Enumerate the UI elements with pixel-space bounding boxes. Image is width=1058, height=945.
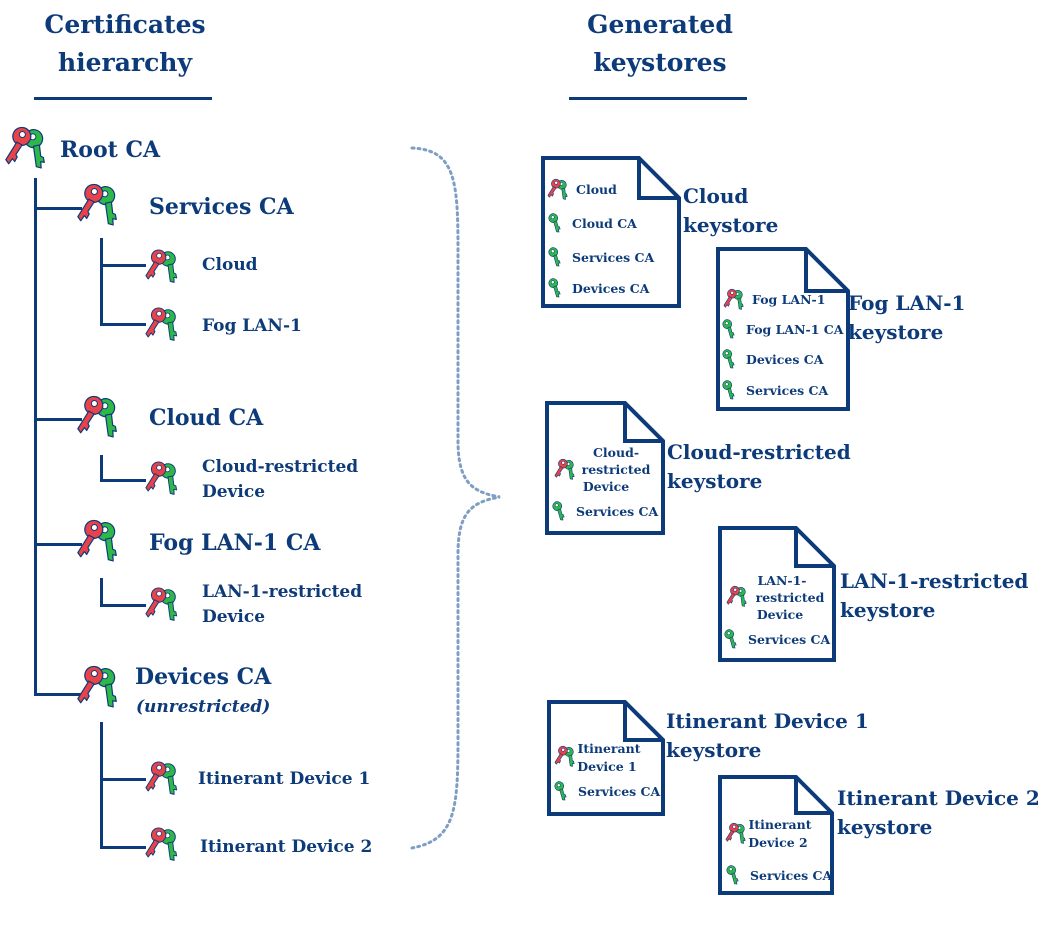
keystore-cloud-doc	[541, 156, 681, 308]
green-key-icon	[550, 212, 572, 238]
ks-label-cloudrestricted-line2: keystore	[667, 469, 763, 493]
keystore-lan1-restricted-doc	[718, 526, 836, 662]
node-fog-lan1: Fog LAN-1	[202, 316, 302, 336]
ks-fog-entry: Services CA	[746, 383, 829, 398]
tree-branch-cloudca	[34, 418, 82, 421]
keypair-icon	[146, 826, 192, 872]
ks-label-itinerant1-line2: keystore	[666, 738, 762, 762]
tree-leaf-cloud	[100, 264, 146, 267]
keypair-icon	[146, 460, 192, 506]
node-root-ca: Root CA	[60, 137, 161, 163]
tree-leaf-itinerant1	[100, 778, 146, 781]
keypair-icon	[78, 182, 134, 240]
ks-lan1restricted-entry: Services CA	[748, 632, 831, 647]
green-key-icon	[550, 246, 572, 272]
ks-label-cloud-line1: Cloud	[683, 184, 749, 208]
ks-lan1restricted-entry-line3: Device	[756, 607, 804, 622]
node-itinerant2: Itinerant Device 2	[200, 837, 373, 857]
green-key-icon	[726, 628, 748, 654]
ks-cloud-entry: Devices CA	[572, 281, 650, 296]
tree-sub-devicesca	[100, 722, 103, 849]
keystore-cloud-restricted-doc	[545, 401, 665, 535]
node-devices-ca-note: (unrestricted)	[136, 697, 271, 717]
tree-branch-fogca	[34, 543, 82, 546]
tree-sub-services	[100, 238, 103, 326]
ks-label-itinerant2-line1: Itinerant Device 2	[837, 786, 1040, 810]
keypair-icon	[548, 178, 576, 206]
ks-cloudrestricted-entry-line2: restricted	[581, 462, 651, 477]
node-lan1-restricted-line1: LAN-1-restricted	[202, 582, 363, 602]
green-key-icon	[728, 864, 750, 890]
green-key-icon	[724, 318, 746, 344]
ks-itinerant1-entry: Services CA	[578, 784, 661, 799]
tree-sub-fogca	[100, 578, 103, 607]
node-cloud: Cloud	[202, 255, 258, 275]
ks-itinerant2-entry: Services CA	[750, 868, 833, 883]
node-services-ca: Services CA	[149, 194, 294, 220]
green-key-icon	[550, 277, 572, 303]
ks-itinerant1-entry-line1: Itinerant	[577, 741, 641, 756]
tree-sub-cloudca	[100, 455, 103, 482]
ks-label-itinerant2-line2: keystore	[837, 815, 933, 839]
keypair-icon	[78, 518, 134, 576]
header-underline-right	[569, 97, 747, 100]
keypair-icon	[78, 664, 134, 722]
ks-label-cloud-line2: keystore	[683, 213, 779, 237]
ks-label-fog-line1: Fog LAN-1	[848, 291, 966, 315]
node-lan1-restricted-line2: Device	[202, 607, 266, 627]
ks-label-fog-line2: keystore	[848, 320, 944, 344]
tree-leaf-fog	[100, 323, 146, 326]
green-key-icon	[554, 500, 576, 526]
tree-leaf-itinerant2	[100, 846, 146, 849]
tree-branch-services	[34, 207, 82, 210]
ks-itinerant2-entry-line2: Device 2	[748, 835, 808, 850]
ks-cloudrestricted-entry-line3: Device	[582, 479, 630, 494]
keypair-icon	[146, 586, 192, 632]
ks-cloud-entry: Cloud CA	[572, 216, 637, 231]
tree-branch-devicesca	[34, 693, 82, 696]
header-underline-left	[34, 97, 212, 100]
node-cloud-ca: Cloud CA	[149, 405, 264, 431]
ks-cloud-entry: Cloud	[576, 182, 617, 197]
ks-fog-entry: Fog LAN-1	[752, 292, 826, 307]
node-devices-ca: Devices CA	[135, 664, 272, 690]
green-key-icon	[556, 780, 578, 806]
keypair-icon	[146, 760, 192, 806]
node-cloud-restricted-line2: Device	[202, 482, 266, 502]
ks-cloudrestricted-entry: Services CA	[576, 504, 659, 519]
tree-leaf-cloudrestricted	[100, 479, 146, 482]
ks-lan1restricted-entry-line2: restricted	[755, 590, 825, 605]
green-key-icon	[724, 348, 746, 374]
ks-label-cloudrestricted-line1: Cloud-restricted	[667, 440, 851, 464]
keystore-itinerant2-doc	[718, 775, 834, 895]
ks-label-lan1restricted-line1: LAN-1-restricted	[840, 569, 1029, 593]
keypair-icon	[146, 306, 192, 352]
ks-lan1restricted-entry-line1: LAN-1-	[757, 573, 807, 588]
green-key-icon	[724, 379, 746, 405]
ks-itinerant1-entry-line2: Device 1	[577, 759, 637, 774]
ks-fog-entry: Devices CA	[746, 352, 824, 367]
ks-itinerant2-entry-line1: Itinerant	[748, 817, 812, 832]
node-fog-lan1-ca: Fog LAN-1 CA	[149, 530, 321, 556]
keypair-icon	[724, 288, 752, 316]
keypair-icon	[78, 394, 134, 452]
ks-fog-entry: Fog LAN-1 CA	[746, 322, 844, 337]
node-cloud-restricted-line1: Cloud-restricted	[202, 457, 359, 477]
tree-leaf-lan1restricted	[100, 604, 146, 607]
ks-cloudrestricted-entry-line1: Cloud-	[592, 445, 640, 460]
keypair-icon	[6, 125, 62, 183]
tree-trunk	[34, 178, 37, 696]
keypair-icon	[146, 248, 192, 294]
keystore-fog-doc	[716, 247, 850, 411]
curly-brace	[410, 146, 501, 850]
ks-label-lan1restricted-line2: keystore	[840, 598, 936, 622]
node-itinerant1: Itinerant Device 1	[198, 769, 371, 789]
ks-cloud-entry: Services CA	[572, 250, 655, 265]
ks-label-itinerant1-line1: Itinerant Device 1	[666, 709, 869, 733]
keystore-itinerant1-doc	[547, 700, 665, 816]
